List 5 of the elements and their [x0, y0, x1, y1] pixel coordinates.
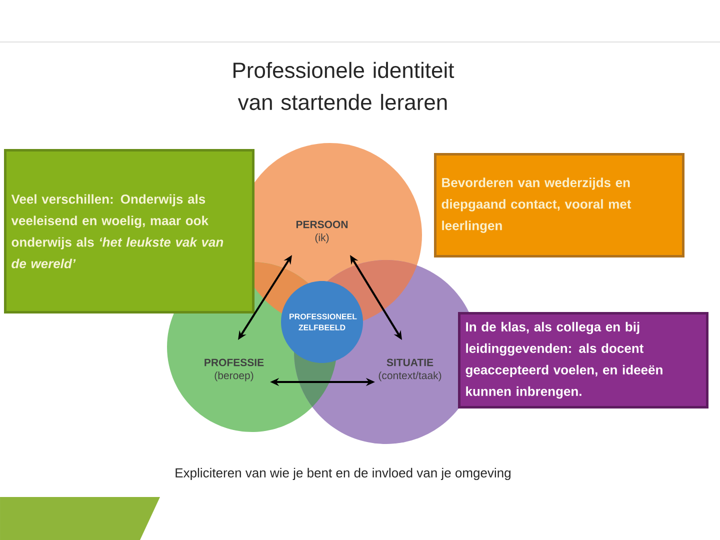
text-box: In de klas, als collega en bij leidinggevenden: als docent geaccepteerd voelen, en ideeën kunnen inbrengen. [458, 312, 708, 408]
text-box: Bevorderen van wederzijds en diepgaand contact, vooral met leerlingen [434, 153, 684, 258]
caption-text: Expliciteren van wie je bent en de invloed van je omgeving [176, 468, 510, 480]
text-box: Veel verschillen: Onderwijs als veeleisend en woelig, maar ook onderwijs als ‘het leukste vak van de wereld’ [4, 149, 254, 314]
title: Professionele identiteit van startende leraren [234, 62, 454, 110]
